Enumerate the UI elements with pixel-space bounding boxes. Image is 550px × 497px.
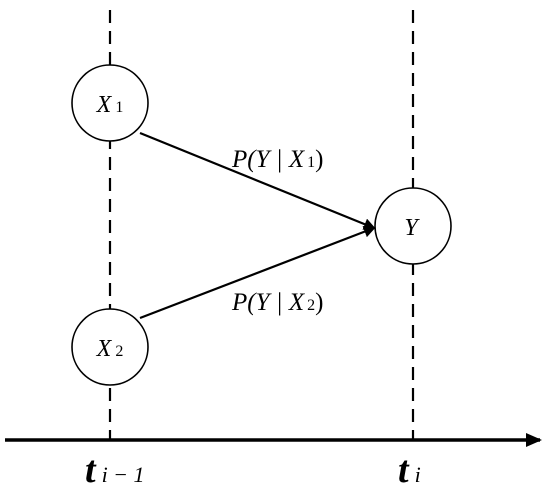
tick-right-main: t bbox=[398, 449, 410, 491]
edge-label-2-post: ) bbox=[315, 289, 323, 316]
node-y-var: Y bbox=[404, 215, 420, 241]
edge-label-1-sub: 1 bbox=[307, 154, 315, 171]
node-x1-sub: 1 bbox=[115, 99, 123, 116]
tick-left-sub: i − 1 bbox=[102, 462, 145, 487]
edge-label-1-pre: P(Y | X bbox=[231, 146, 306, 173]
edge-label-2-pre: P(Y | X bbox=[231, 289, 306, 316]
svg-text:X2: X2 bbox=[96, 336, 124, 362]
edge-label-1-post: ) bbox=[315, 146, 323, 173]
node-x2-var: X bbox=[96, 336, 113, 362]
svg-text:X1: X1 bbox=[96, 92, 124, 118]
node-x2-sub: 2 bbox=[115, 343, 123, 360]
edge-label-2-sub: 2 bbox=[307, 297, 315, 314]
tick-right-sub: i bbox=[415, 462, 421, 487]
node-x1-var: X bbox=[96, 92, 113, 118]
edge-x1-to-y bbox=[139, 131, 376, 230]
edge-x2-to-y bbox=[139, 225, 376, 320]
node-y: Y bbox=[374, 187, 452, 265]
tick-left-main: t bbox=[85, 449, 97, 491]
